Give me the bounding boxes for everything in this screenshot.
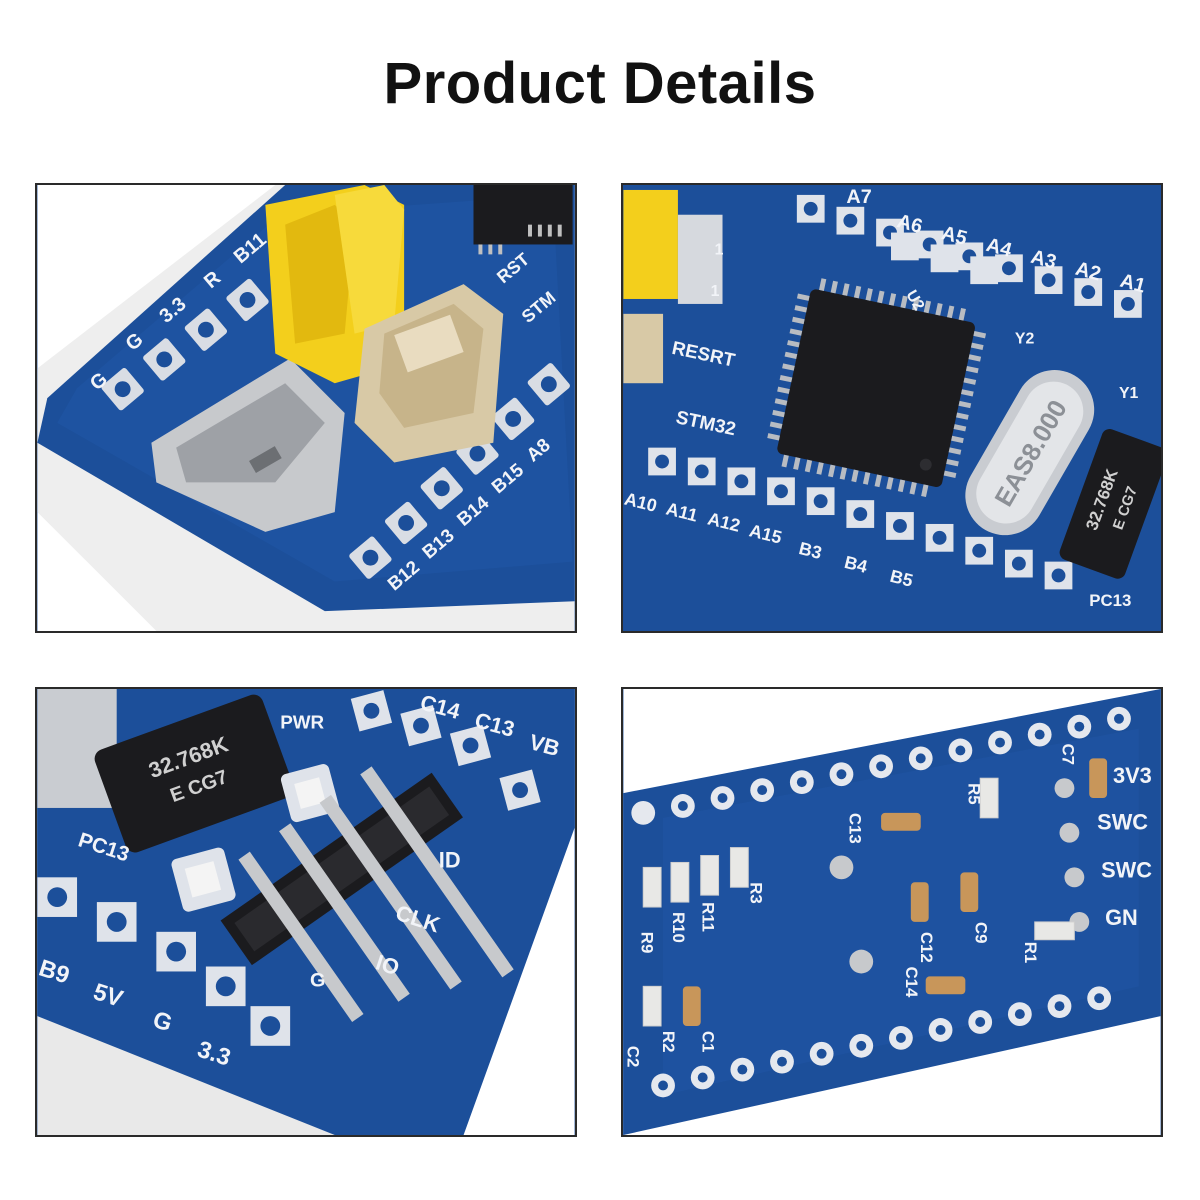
photo-usb-jumpers: G G 3.3 R B11 RST STM B12 B13 B14 B15 A8 [35, 183, 577, 633]
page-title: Product Details [383, 51, 817, 116]
label-gn: GN [1105, 905, 1138, 930]
label-r9: R9 [637, 932, 656, 954]
label-c13: C13 [845, 813, 864, 844]
label-r11: R11 [699, 902, 718, 932]
photo-mcu-crystal: EAS8.000 32.768K E CG7 A7 A6 A5 A4 A3 A2… [621, 183, 1163, 633]
pcb-closeup-4: C13 R5 C7 3V3 SWC SWC GN R9 R10 R11 R3 C… [623, 689, 1161, 1135]
label-r1: R1 [1021, 942, 1040, 964]
label-c12: C12 [917, 932, 936, 963]
pcb-closeup-1: G G 3.3 R B11 RST STM B12 B13 B14 B15 A8 [37, 185, 575, 631]
pcb-closeup-2: EAS8.000 32.768K E CG7 A7 A6 A5 A4 A3 A2… [623, 185, 1161, 631]
label-c2: C2 [623, 1046, 642, 1068]
label-1a: 1 [715, 241, 724, 258]
photo-board-back: C13 R5 C7 3V3 SWC SWC GN R9 R10 R11 R3 C… [621, 687, 1163, 1137]
label-3v3: 3V3 [1113, 763, 1152, 788]
label-swc-2: SWC [1101, 857, 1152, 882]
label-c14: C14 [902, 967, 921, 999]
label-1b: 1 [711, 283, 720, 300]
label-pwr: PWR [280, 712, 324, 733]
label-r10: R10 [669, 912, 688, 943]
label-swc-1: SWC [1097, 810, 1148, 835]
label-c1: C1 [699, 1031, 718, 1053]
label-r5: R5 [964, 783, 983, 805]
label-a7: A7 [846, 186, 871, 208]
label-c9: C9 [971, 922, 990, 944]
label-c7: C7 [1058, 744, 1077, 766]
label-g3: G [310, 969, 325, 991]
label-y1: Y1 [1119, 385, 1139, 402]
label-r2: R2 [659, 1031, 678, 1053]
label-y2: Y2 [1015, 331, 1035, 348]
photo-swd-header: 32.768K E CG7 [35, 687, 577, 1137]
label-r3: R3 [746, 882, 765, 904]
pcb-closeup-3: 32.768K E CG7 [37, 689, 575, 1135]
label-pc13: PC13 [1089, 591, 1131, 610]
label-id: ID [439, 847, 461, 872]
